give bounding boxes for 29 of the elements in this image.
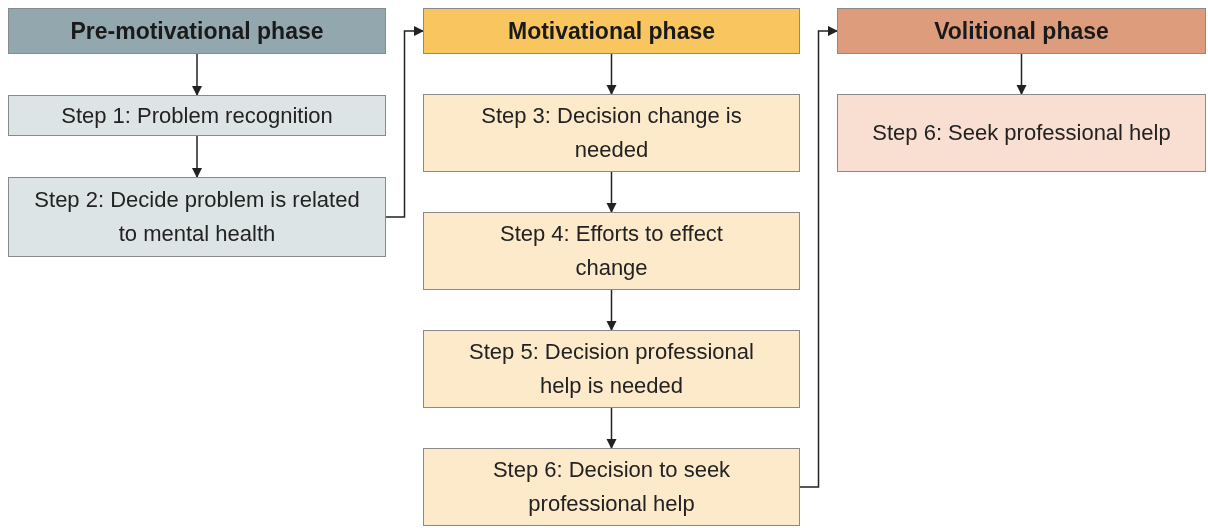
step-box [423,212,800,290]
step-text: Step 5: Decision professional help is needed [468,338,755,400]
phase-title: Motivational phase [507,17,715,46]
arrow [799,25,839,488]
arrow [1016,53,1027,96]
arrow [606,171,617,214]
step-text: Step 6: Decision to seek professional help [491,456,732,518]
arrow [385,25,425,218]
step-text: Step 6: Seek professional help [872,119,1171,147]
step-box [8,177,386,257]
arrow [606,289,617,332]
arrow [606,53,617,96]
step-text: Step 2: Decide problem is related to mental health [33,186,361,248]
step-text: Step 4: Efforts to effect change [499,220,724,282]
phase-title: Pre-motivational phase [70,17,324,46]
phase-title: Volitional phase [934,17,1109,46]
arrow [606,407,617,450]
arrow [191,53,203,97]
phase-header-box [837,8,1206,54]
step-box [423,330,800,408]
arrow [191,135,203,179]
step-text: Step 1: Problem recognition [61,101,333,130]
step-box [8,95,386,136]
step-box [423,94,800,172]
step-text: Step 3: Decision change is needed [480,102,743,164]
step-box [837,94,1206,172]
phase-header-box [8,8,386,54]
phase-header-box [423,8,800,54]
step-box [423,448,800,526]
